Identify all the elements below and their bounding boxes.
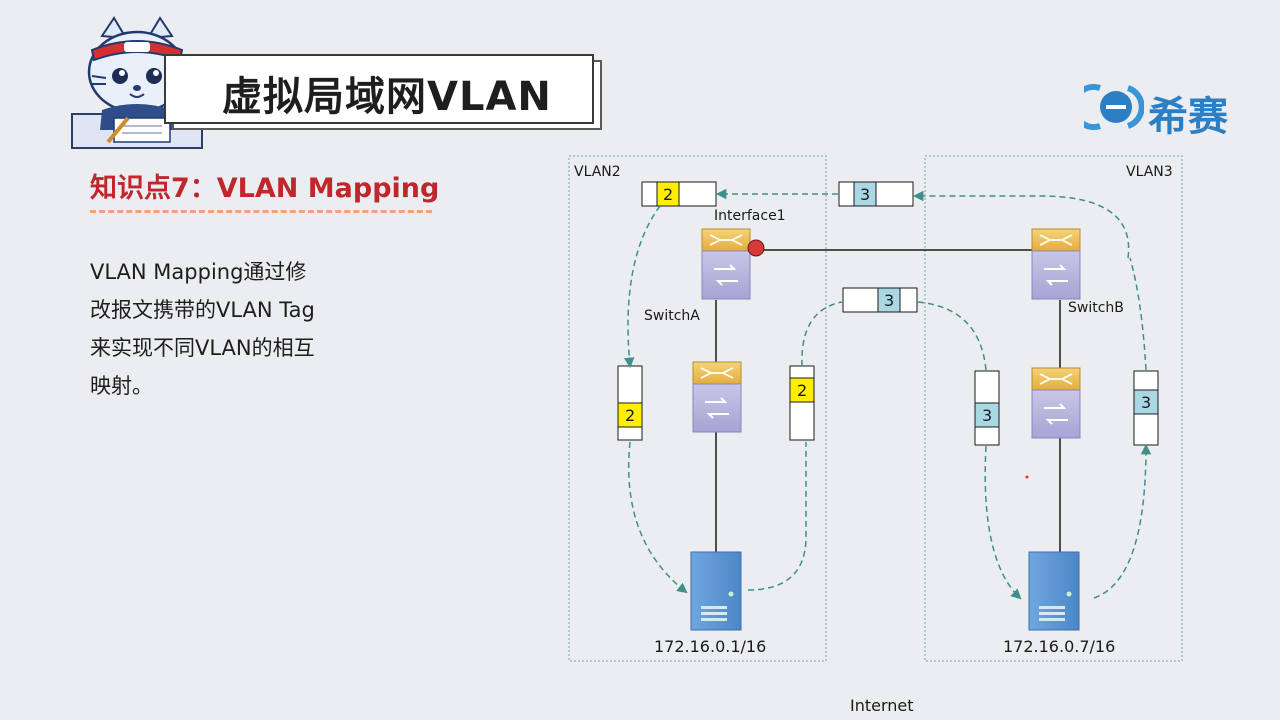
access-switch-right-icon — [1031, 367, 1081, 439]
flow-arrow — [627, 441, 688, 594]
subtitle-divider — [90, 210, 432, 213]
switchA-icon — [701, 228, 751, 300]
switchB-icon — [1031, 228, 1081, 300]
vlan2-label: VLAN2 — [574, 164, 621, 180]
mascot-cat-illustration — [71, 16, 203, 149]
frame-tag-right-mid: 3 — [974, 370, 1000, 446]
tag-value: 2 — [663, 185, 673, 204]
flow-arrow — [912, 190, 1130, 259]
access-switch-left-icon — [692, 361, 742, 433]
interface1-port-dot — [747, 239, 765, 257]
title-banner — [164, 54, 594, 124]
host-right-ip: 172.16.0.7/16 — [1003, 637, 1115, 656]
tag-value: 3 — [860, 185, 870, 204]
vlan3-zone — [924, 155, 1183, 662]
description-text: VLAN Mapping通过修 改报文携带的VLAN Tag 来实现不同VLAN… — [90, 253, 360, 405]
host-left-icon — [690, 551, 742, 631]
description-line: 映射。 — [90, 374, 153, 398]
tag-value: 3 — [982, 406, 992, 425]
flow-arrow — [1129, 257, 1147, 371]
vlan2-zone — [568, 155, 827, 662]
tag-value: 3 — [884, 291, 894, 310]
interface1-label: Interface1 — [714, 208, 786, 224]
flow-arrow — [801, 301, 843, 367]
description-line: VLAN Mapping通过修 — [90, 260, 307, 284]
frame-tag-right-side: 3 — [1133, 370, 1159, 446]
flow-arrow — [1093, 443, 1152, 599]
flow-arrow — [984, 445, 1022, 600]
description-line: 改报文携带的VLAN Tag — [90, 298, 315, 322]
logo-text: 希赛 — [1148, 94, 1228, 140]
frame-tag-left-side: 2 — [617, 365, 643, 441]
flow-arrow — [623, 205, 661, 369]
section-subtitle: 知识点7：VLAN Mapping — [90, 173, 440, 204]
switchB-label: SwitchB — [1068, 300, 1124, 316]
frame-tag-left-top: 2 — [641, 181, 717, 207]
host-left-ip: 172.16.0.1/16 — [654, 637, 766, 656]
logo-icon — [1084, 84, 1144, 130]
tag-value: 2 — [797, 381, 807, 400]
tag-value: 3 — [1141, 393, 1151, 412]
page-title: 虚拟局域网VLAN — [222, 74, 552, 120]
host-right-icon — [1028, 551, 1080, 631]
frame-tag-middle-lower: 3 — [842, 287, 918, 313]
internet-label: Internet — [850, 696, 914, 715]
marker-dot — [1025, 475, 1029, 479]
vlan3-label: VLAN3 — [1126, 164, 1173, 180]
switchA-label: SwitchA — [644, 308, 700, 324]
flow-arrow — [917, 301, 987, 371]
description-line: 来实现不同VLAN的相互 — [90, 336, 315, 360]
frame-tag-left-mid: 2 — [789, 365, 815, 441]
flow-arrow — [747, 442, 807, 591]
frame-tag-middle-top: 3 — [838, 181, 914, 207]
tag-value: 2 — [625, 406, 635, 425]
